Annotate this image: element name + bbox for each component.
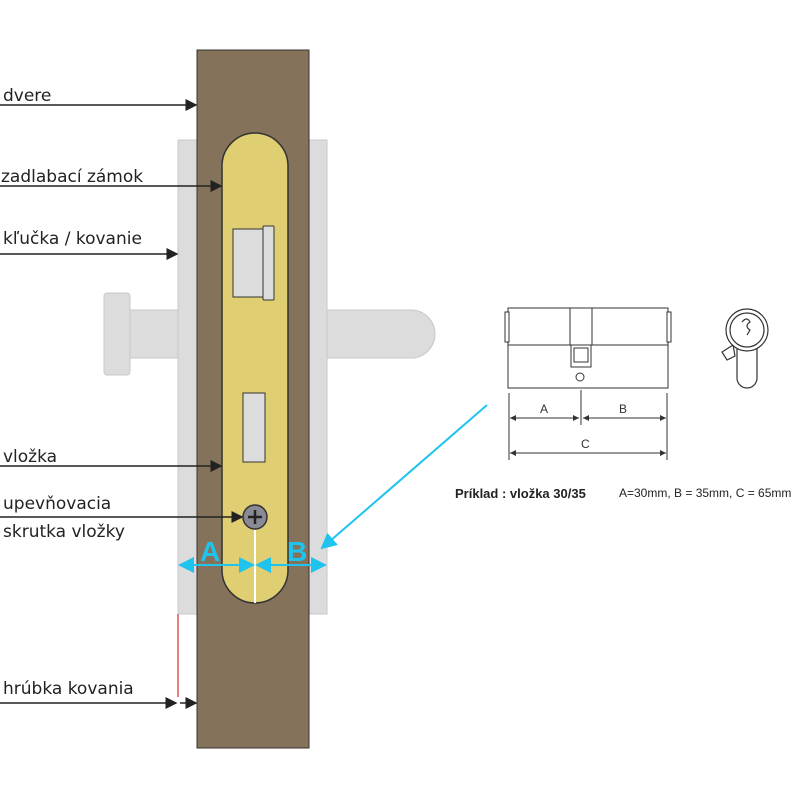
dim-b: B xyxy=(619,402,628,416)
measure-b: B xyxy=(287,536,308,567)
left-plate xyxy=(177,139,200,615)
label-screw-2: skrutka vložky xyxy=(3,522,125,542)
label-cylinder: vložka xyxy=(3,447,58,467)
example-title: Príklad : vložka 30/35 xyxy=(455,486,586,501)
dim-a: A xyxy=(540,402,549,416)
left-handle xyxy=(103,292,181,376)
latch xyxy=(232,228,264,298)
cylinder-side-view xyxy=(504,307,672,460)
right-plate xyxy=(306,139,328,615)
dim-c: C xyxy=(581,437,590,451)
cylinder-front-view xyxy=(721,308,769,389)
label-door: dvere xyxy=(3,86,52,106)
label-fitting-thickness: hrúbka kovania xyxy=(3,679,134,699)
label-handle: kľučka / kovanie xyxy=(3,229,142,249)
bolt xyxy=(242,392,266,463)
label-screw-1: upevňovacia xyxy=(3,494,112,514)
example-values: A=30mm, B = 35mm, C = 65mm xyxy=(619,486,792,500)
label-mortise-lock: zadlabací zámok xyxy=(1,167,144,187)
screw-icon xyxy=(242,504,268,530)
measure-a: A xyxy=(200,536,221,567)
right-handle xyxy=(324,309,436,359)
